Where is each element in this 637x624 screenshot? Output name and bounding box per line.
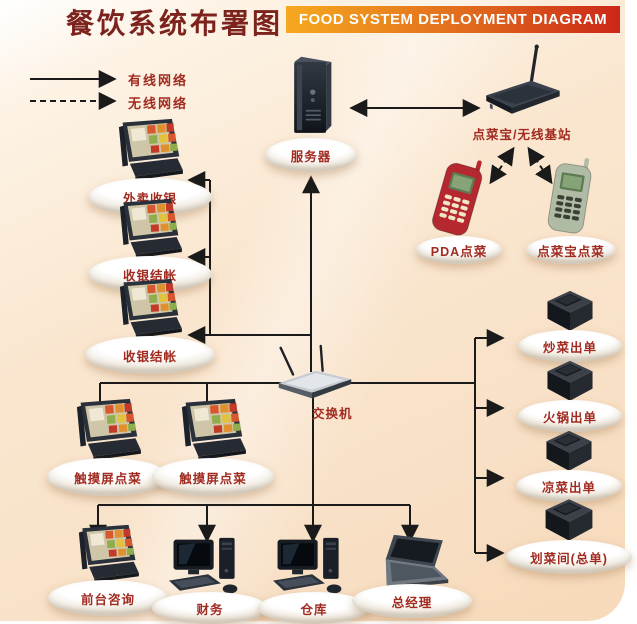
node-platform: 点菜宝点菜 (526, 236, 616, 264)
node-printer-cold-dish: 凉菜出单 (516, 424, 622, 502)
receipt-printer-icon (538, 354, 602, 406)
node-label: 点菜宝点菜 (537, 244, 605, 259)
node-ordering-device: 点菜宝点菜 (526, 156, 616, 264)
node-platform: 火锅出单 (518, 400, 622, 432)
desktop-pc-icon (165, 536, 255, 598)
switch-label: 交换机 (312, 407, 353, 421)
node-label: 触摸屏点菜 (179, 471, 247, 486)
node-pda: PDA点菜 (416, 156, 502, 264)
node-platform: 财务 (152, 592, 268, 624)
node-label: 财务 (196, 602, 224, 617)
pos-terminal-icon (102, 118, 198, 182)
node-finance: 财务 (152, 536, 268, 624)
node-platform: 炒菜出单 (518, 330, 622, 362)
node-platform: 触摸屏点菜 (152, 458, 274, 496)
receipt-printer-icon (536, 492, 602, 546)
node-label: 收银结帐 (122, 268, 177, 283)
node-general-manager: 总经理 (352, 534, 472, 618)
pda-phone-icon (423, 150, 495, 241)
network-switch-icon (271, 344, 359, 406)
desktop-pc-icon (269, 536, 359, 598)
node-label: 仓库 (300, 602, 328, 617)
title-banner: FOOD SYSTEM DEPLOYMENT DIAGRAM (286, 6, 620, 33)
node-label: 火锅出单 (542, 410, 597, 425)
pos-terminal-icon (59, 398, 157, 462)
node-platform: 划菜间(总单) (506, 540, 632, 574)
server-tower-icon (280, 54, 342, 140)
node-printer-master: 划菜间(总单) (506, 492, 632, 574)
node-touch-pos-2: 触摸屏点菜 (152, 398, 274, 496)
ordering-handset-icon (541, 153, 601, 238)
receipt-printer-icon (538, 284, 602, 336)
pos-terminal-icon (102, 278, 198, 340)
node-platform: 服务器 (265, 138, 357, 172)
node-platform: PDA点菜 (416, 236, 502, 264)
node-platform: 总经理 (352, 584, 472, 618)
legend-wireless-label: 无线网络 (128, 96, 189, 111)
node-label: 凉菜出单 (541, 480, 596, 495)
node-cashier-checkout-2: 收银结帐 (85, 278, 215, 374)
node-server: 服务器 (265, 54, 357, 172)
node-label: 炒菜出单 (542, 340, 597, 355)
node-switch (268, 344, 362, 406)
wireless-base-station-icon (475, 44, 570, 122)
node-front-desk: 前台咨询 (48, 524, 168, 616)
node-label: 点菜宝/无线基站 (472, 128, 572, 142)
node-warehouse: 仓库 (258, 536, 370, 624)
pos-terminal-icon (164, 398, 262, 462)
node-label: 触摸屏点菜 (74, 471, 142, 486)
node-platform: 前台咨询 (48, 580, 168, 616)
page-title-en: FOOD SYSTEM DEPLOYMENT DIAGRAM (298, 11, 608, 28)
node-platform: 触摸屏点菜 (47, 458, 169, 496)
node-printer-hotpot: 火锅出单 (518, 354, 622, 432)
node-platform: 仓库 (258, 592, 370, 624)
node-touch-pos-1: 触摸屏点菜 (47, 398, 169, 496)
node-base-station: 点菜宝/无线基站 (462, 44, 582, 143)
node-label: 前台咨询 (80, 592, 135, 607)
pos-terminal-icon (102, 198, 198, 260)
legend-wired-label: 有线网络 (128, 73, 189, 88)
node-label: 总经理 (391, 595, 433, 610)
node-label: 划菜间(总单) (530, 551, 608, 566)
node-platform: 收银结帐 (85, 336, 215, 374)
pos-terminal-icon (62, 524, 154, 584)
node-printer-stirfry: 炒菜出单 (518, 284, 622, 362)
node-label: 服务器 (290, 149, 332, 164)
page-title: 餐饮系统布署图 (66, 8, 284, 39)
node-platform: 凉菜出单 (516, 470, 622, 502)
node-label: 收银结帐 (122, 349, 177, 364)
node-label: PDA点菜 (430, 244, 488, 259)
receipt-printer-icon (537, 424, 601, 476)
